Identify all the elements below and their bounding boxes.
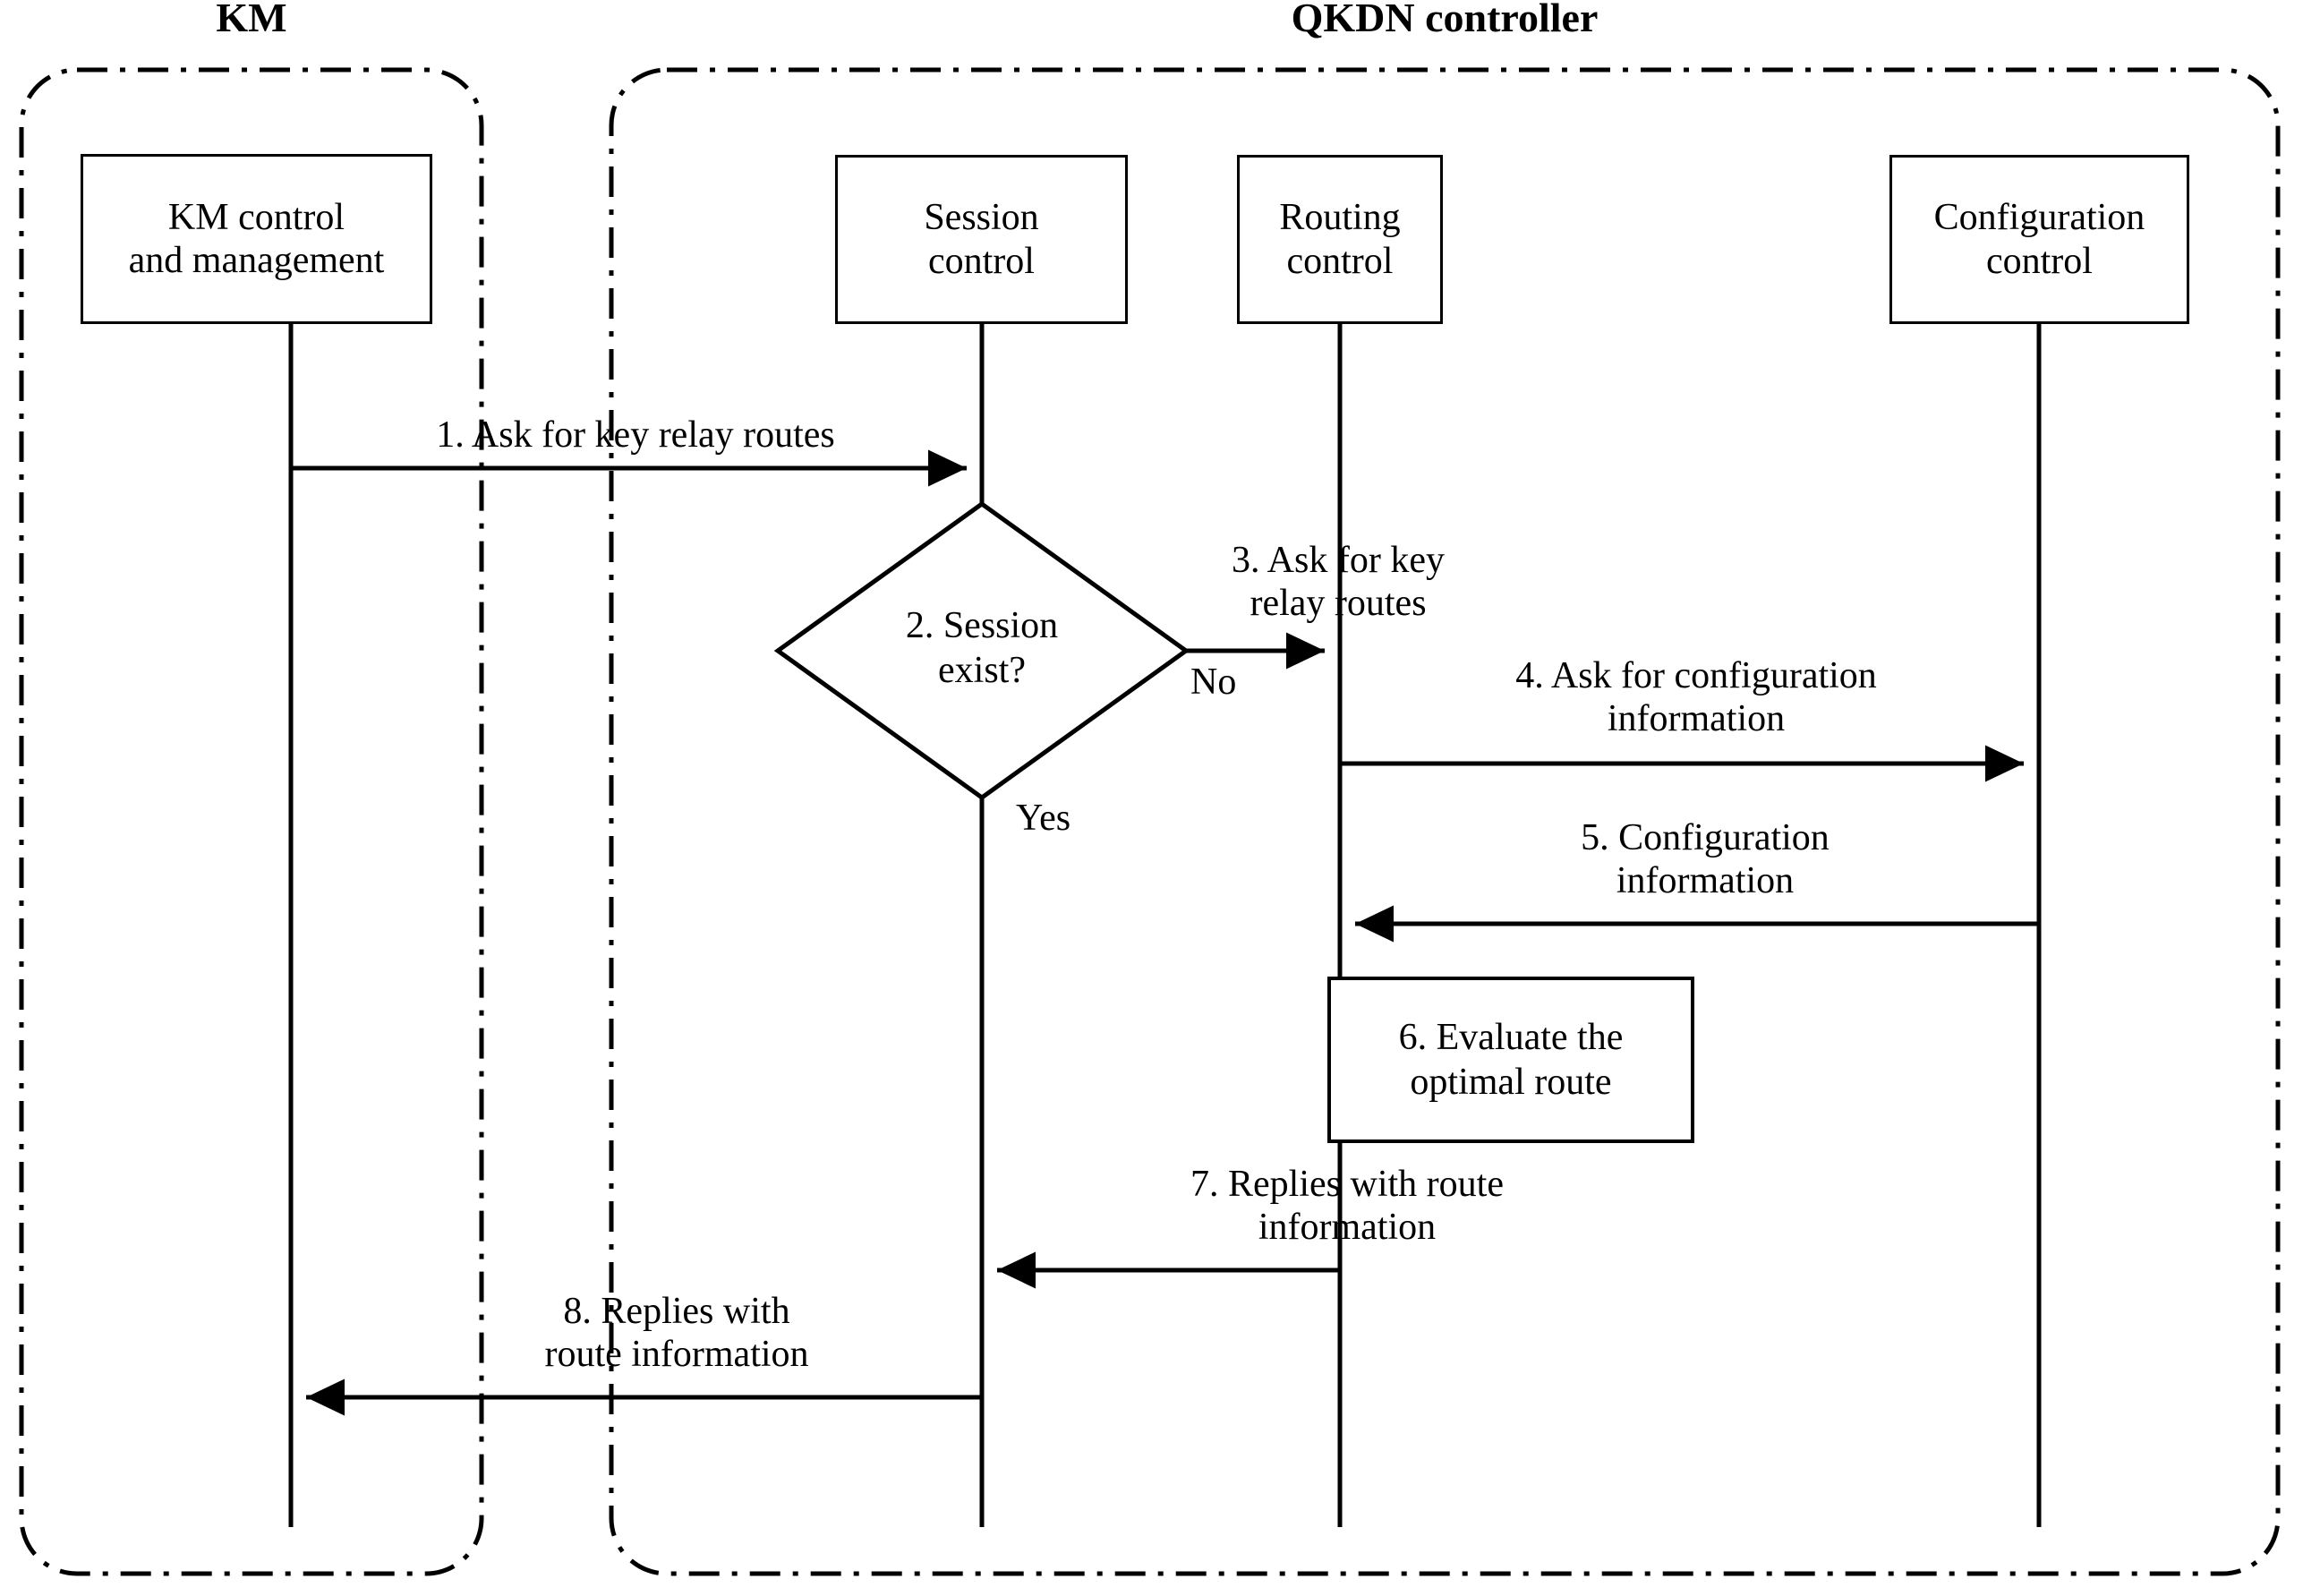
participant-box-configuration-control[interactable]: Configuration control bbox=[1889, 155, 2189, 324]
decision-diamond-session-exist bbox=[773, 500, 1190, 801]
action-box-evaluate-optimal-route[interactable]: 6. Evaluate the optimal route bbox=[1327, 977, 1694, 1143]
decision-label-session-exist: 2. Session exist? bbox=[905, 605, 1059, 691]
swimlane-frame-qkdn bbox=[609, 67, 2281, 1576]
swimlane-title-qkdn: QKDN controller bbox=[1291, 0, 1599, 40]
participant-box-session-control[interactable]: Session control bbox=[835, 155, 1128, 324]
branch-label-yes: Yes bbox=[1016, 798, 1071, 839]
participant-box-km-control[interactable]: KM control and management bbox=[81, 154, 432, 324]
swimlane-frame-km bbox=[19, 67, 484, 1576]
branch-label-no: No bbox=[1190, 661, 1237, 703]
participant-box-routing-control[interactable]: Routing control bbox=[1237, 155, 1443, 324]
swimlane-title-km: KM bbox=[216, 0, 287, 40]
